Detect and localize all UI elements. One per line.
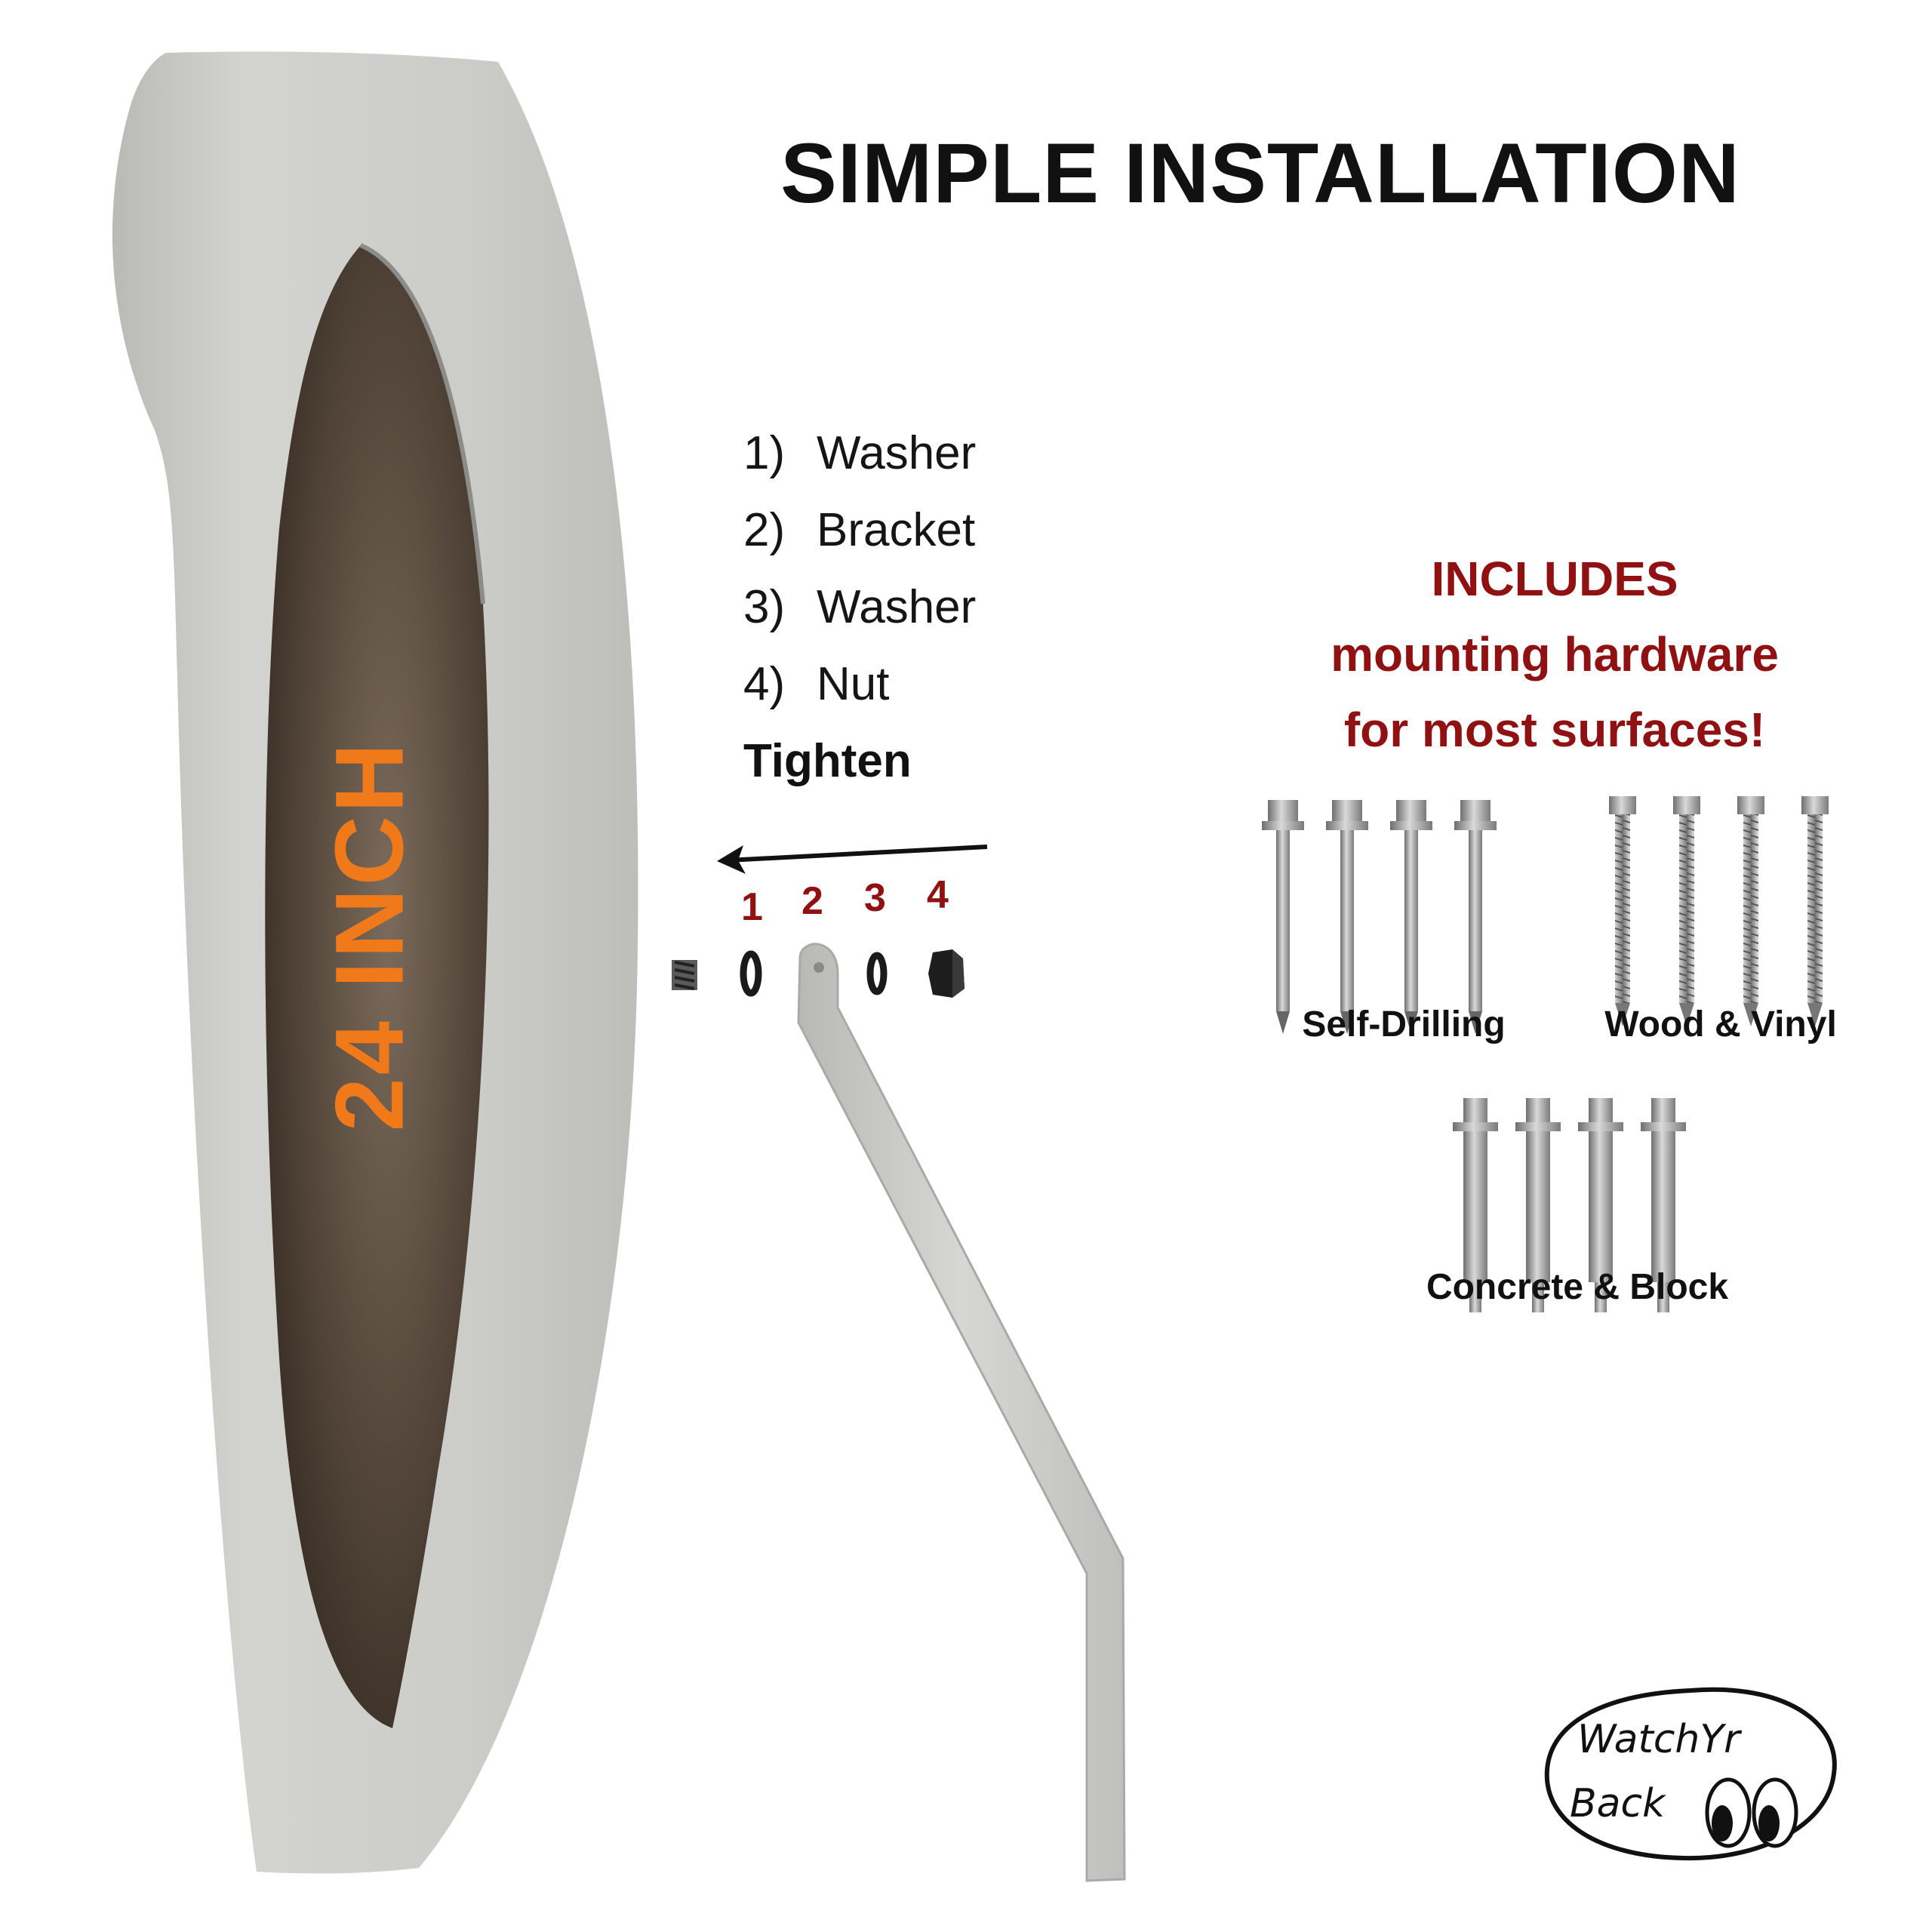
self-drilling-screws — [1262, 800, 1497, 1034]
step-number: 1) — [743, 427, 786, 479]
includes-heading: INCLUDES — [1431, 552, 1678, 606]
step-number: 2) — [743, 504, 786, 556]
part-number-4: 4 — [927, 873, 949, 917]
washer-2 — [866, 952, 888, 995]
part-number-1: 1 — [741, 885, 763, 929]
part-number-2: 2 — [801, 879, 823, 923]
brand-logo: WatchYr Back — [1532, 1675, 1849, 1872]
eyes-icon — [1705, 1777, 1798, 1848]
concrete-anchors — [1453, 1098, 1686, 1312]
part-number-3: 3 — [864, 876, 886, 920]
final-step: Tighten — [743, 735, 912, 787]
logo-line-1: WatchYr — [1577, 1717, 1740, 1762]
hardware-label-wood-vinyl: Wood & Vinyl — [1604, 1004, 1837, 1044]
nut — [928, 949, 964, 998]
includes-line-2: mounting hardware — [1331, 627, 1779, 681]
arrow-left — [717, 844, 988, 874]
step-number: 4) — [743, 658, 786, 710]
hardware-label-self-drilling: Self-Drilling — [1302, 1004, 1506, 1044]
step-number: 3) — [743, 581, 786, 633]
wood-vinyl-screws — [1609, 796, 1829, 1026]
logo-line-2: Back — [1570, 1781, 1666, 1826]
includes-line-3: for most surfaces! — [1343, 703, 1766, 757]
page-title: SIMPLE INSTALLATION — [780, 126, 1740, 220]
step-label: Bracket — [817, 504, 976, 556]
mirror-face — [265, 245, 489, 1728]
logo-oval — [1544, 1687, 1837, 1861]
bolt — [672, 960, 697, 990]
washer-1 — [740, 950, 762, 997]
step-label: Washer — [817, 581, 977, 633]
step-label: Washer — [817, 427, 977, 479]
bracket — [797, 943, 1126, 1882]
hardware-label-concrete-block: Concrete & Block — [1426, 1267, 1729, 1307]
step-label: Nut — [817, 658, 890, 710]
